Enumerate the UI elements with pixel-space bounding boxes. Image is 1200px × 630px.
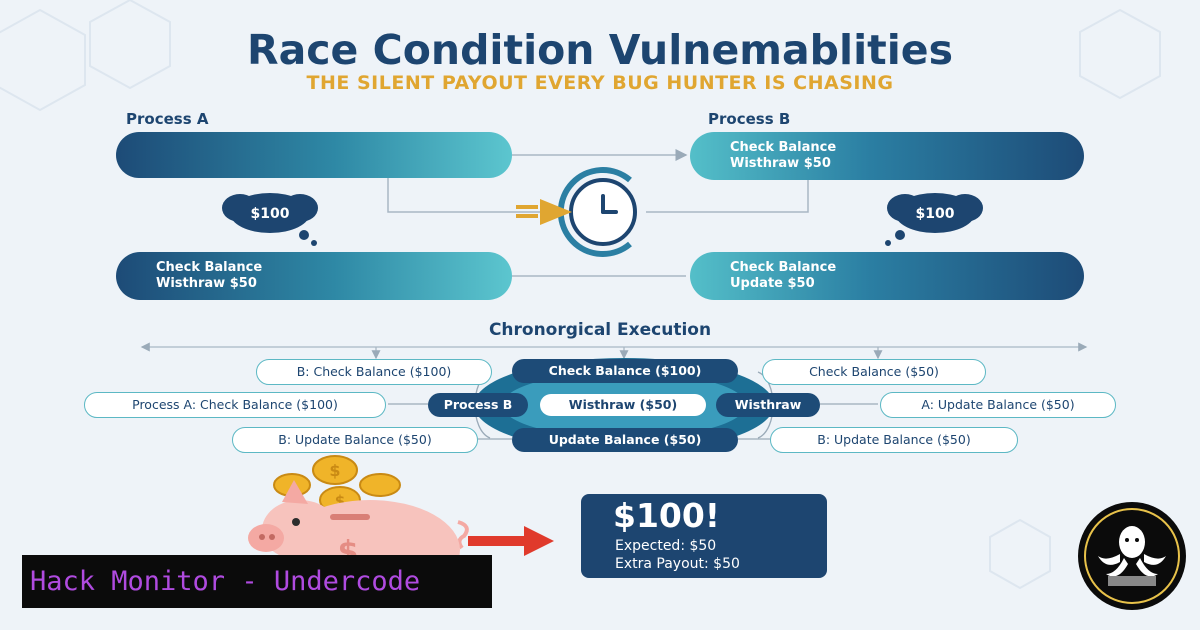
result-amount: $100!: [613, 496, 720, 535]
chip-center-withdraw: Wisthraw ($50): [540, 394, 706, 416]
step-top-line2: Wisthraw $50: [730, 156, 831, 171]
thought-bubble-a: [222, 193, 318, 246]
process-a-label: Process A: [126, 110, 209, 128]
keyboard-icon: [1108, 576, 1156, 586]
octopus-icon: [1098, 526, 1166, 577]
thought-bubble-b-text: $100: [916, 206, 955, 222]
result-arrow-icon: [468, 526, 554, 556]
clock-icon: [557, 167, 645, 257]
chip-center-withdraw-right: Wisthraw: [716, 393, 820, 417]
svg-text:$: $: [335, 492, 345, 510]
chip-left-1: B: Check Balance ($100): [256, 359, 492, 385]
thought-bubble-b: [885, 193, 983, 246]
chip-right-2: A: Update Balance ($50): [880, 392, 1116, 418]
result-expected: Expected: $50: [615, 538, 717, 554]
chronological-title: Chronorgical Execution: [488, 320, 712, 340]
result-extra-payout: Extra Payout: $50: [615, 556, 740, 572]
flow-connectors: $100 $100: [222, 149, 983, 277]
svg-text:$: $: [329, 461, 340, 480]
page-subtitle: THE SILENT PAYOUT EVERY BUG HUNTER IS CH…: [306, 72, 894, 94]
step-top-line1: Check Balance: [730, 140, 837, 155]
undercode-logo: [1078, 502, 1186, 610]
result-box: $100! Expected: $50 Extra Payout: $50: [581, 494, 827, 578]
step-bottom-line1: Check Balance: [730, 260, 837, 275]
chip-center-check: Check Balance ($100): [512, 359, 738, 383]
process-b-step-bottom: Check Balance Update $50: [690, 252, 1084, 300]
process-a-step: Check Balance Wisthraw $50: [116, 252, 512, 300]
thought-bubble-a-text: $100: [251, 206, 290, 222]
chip-right-1: Check Balance ($50): [762, 359, 986, 385]
chip-center-update: Update Balance ($50): [512, 428, 738, 452]
chip-right-3: B: Update Balance ($50): [770, 427, 1018, 453]
fast-forward-icon: [516, 199, 572, 225]
process-b-step-top: Check Balance Wisthraw $50: [690, 132, 1084, 180]
chip-left-2: Process A: Check Balance ($100): [84, 392, 386, 418]
page-title: Race Condition Vulnemablities: [247, 26, 953, 74]
step-a-line2: Wisthraw $50: [156, 276, 257, 291]
step-a-line1: Check Balance: [156, 260, 263, 275]
process-b-label: Process B: [708, 110, 791, 128]
chip-center-process-b: Process B: [428, 393, 528, 417]
step-bottom-line2: Update $50: [730, 276, 815, 291]
chip-left-3: B: Update Balance ($50): [232, 427, 478, 453]
process-a-bar: [116, 132, 512, 178]
brand-banner: Hack Monitor - Undercode: [22, 555, 492, 608]
